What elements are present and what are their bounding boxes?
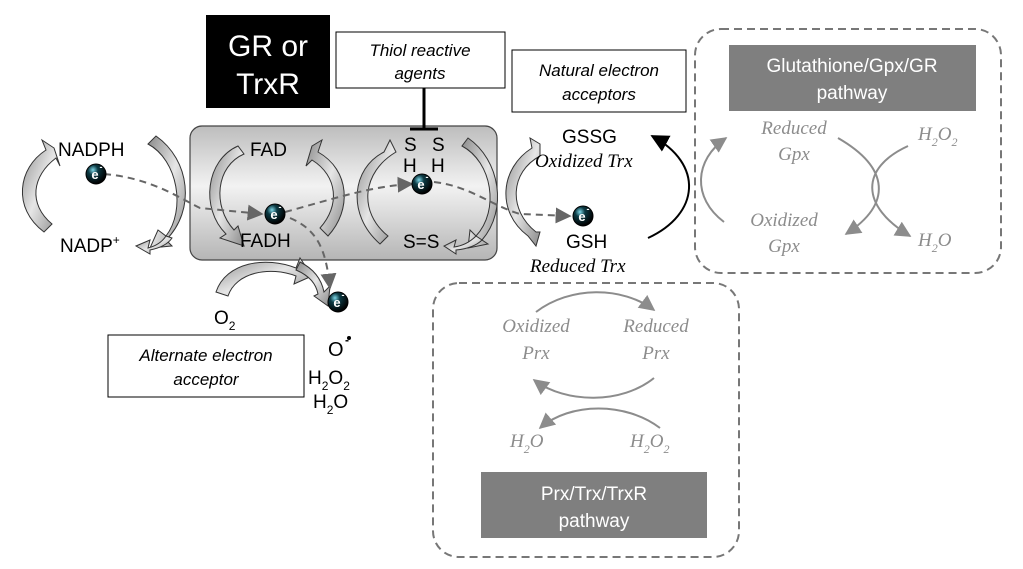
prx-arrow-reduced-to-oxidized — [532, 377, 655, 399]
electron-4: e - — [572, 204, 594, 227]
gpx-h2o2: H2O2 — [917, 124, 957, 149]
alternate-acceptor-line1: Alternate electron — [138, 346, 272, 365]
label-gsh: GSH — [566, 232, 607, 253]
svg-text:e: e — [91, 167, 98, 182]
prx-arrow-h2o2-to-h2o — [538, 407, 661, 430]
prx-title-box — [481, 472, 707, 538]
superoxide-dot — [347, 336, 351, 340]
svg-text:-: - — [100, 162, 103, 172]
label-thiol-s1: S — [404, 135, 417, 156]
electrons: e - e - e - e - e - — [85, 162, 594, 313]
prx-arrow-oxidized-to-reduced — [535, 291, 656, 313]
label-thiol-s2: S — [432, 135, 445, 156]
gpx-title-line2: pathway — [817, 83, 888, 104]
arrow-gsh-to-gssg — [647, 135, 690, 239]
natural-acceptors-line2: acceptors — [562, 85, 636, 104]
label-oxygen: O2 — [214, 308, 236, 333]
thiol-agents-line2: agents — [394, 64, 446, 83]
prx-reduced-line1: Reduced — [622, 316, 689, 337]
gpx-title-line1: Glutathione/Gpx/GR — [766, 56, 937, 77]
prx-title-line1: Prx/Trx/TrxR — [541, 484, 647, 505]
enzyme-label-line1: GR or — [228, 30, 308, 63]
svg-text:e: e — [578, 209, 585, 224]
prx-title-line2: pathway — [559, 511, 630, 532]
arrow-sh-left — [356, 138, 397, 245]
svg-text:-: - — [342, 290, 345, 300]
arrow-fad-left — [209, 145, 245, 247]
gpx-pathway-box — [694, 28, 1002, 274]
gpx-reduced-line2: Gpx — [778, 144, 810, 165]
transfer-arrows — [21, 135, 541, 307]
gpx-reduced-line1: Reduced — [760, 118, 827, 139]
prx-oxidized-line2: Prx — [521, 343, 550, 364]
label-nadp: NADP+ — [60, 233, 120, 257]
svg-text:e: e — [270, 207, 277, 222]
prx-oxidized-line1: Oxidized — [502, 316, 570, 337]
prx-reduced-line2: Prx — [641, 343, 670, 364]
label-fad: FAD — [250, 140, 287, 161]
arrow-superoxide — [295, 261, 331, 307]
prx-h2o: H2O — [509, 431, 544, 456]
label-reduced-trx: Reduced Trx — [529, 256, 626, 277]
label-disulfide: S=S — [403, 232, 439, 253]
electron-3: e - — [411, 172, 433, 195]
arrow-gssg — [505, 136, 541, 248]
thiol-agents-line1: Thiol reactive — [369, 41, 470, 60]
electron-1: e - — [85, 162, 107, 185]
natural-acceptors-line1: Natural electron — [539, 61, 659, 80]
electron-path — [103, 173, 572, 290]
alternate-acceptor-box — [107, 334, 305, 398]
thiol-agents-box — [335, 31, 506, 89]
arrow-o2 — [215, 256, 313, 297]
arrow-nadph-left — [21, 138, 61, 233]
arrow-sh-right — [461, 137, 499, 249]
prx-pathway-box — [432, 282, 740, 558]
prx-h2o2: H2O2 — [629, 431, 669, 456]
arrow-fad-right — [305, 138, 345, 237]
label-nadph: NADPH — [58, 140, 125, 161]
gpx-arrow-oxidized-to-reduced — [700, 137, 728, 223]
label-thiol-h2: H — [431, 156, 445, 177]
label-gssg: GSSG — [562, 127, 617, 148]
label-superoxide: O — [328, 339, 344, 361]
gpx-title-box — [729, 45, 976, 111]
enzyme-label-box — [206, 15, 330, 108]
electron-5: e - — [327, 290, 349, 313]
gpx-arrow-reduced-to-oxidized — [837, 137, 880, 235]
svg-text:-: - — [426, 172, 429, 182]
prx-cycle-arrows — [532, 291, 661, 430]
gpx-cycle-arrows — [700, 137, 912, 237]
alternate-acceptor-line2: acceptor — [173, 370, 240, 389]
natural-acceptors-box — [511, 49, 687, 113]
label-fadh: FADH — [240, 231, 291, 252]
enzyme-label-line2: TrxR — [236, 68, 300, 101]
label-h2o: H2O — [313, 392, 348, 417]
gpx-h2o: H2O — [917, 230, 952, 255]
arrow-ss-head — [443, 235, 483, 255]
svg-text:e: e — [417, 177, 424, 192]
gpx-oxidized-line2: Gpx — [768, 236, 800, 257]
superoxide-radical-dot: - — [345, 333, 349, 347]
gpx-oxidized-line1: Oxidized — [750, 210, 818, 231]
svg-text:e: e — [333, 295, 340, 310]
label-oxidized-trx: Oxidized Trx — [535, 151, 633, 172]
arrow-nadph-right — [147, 135, 186, 249]
svg-text:-: - — [279, 202, 282, 212]
gpx-arrow-h2o2-to-h2o — [871, 145, 912, 237]
label-h2o2: H2O2 — [308, 368, 350, 393]
arrow-nadp-head — [134, 235, 173, 255]
label-thiol-h1: H — [403, 156, 417, 177]
electron-2: e - — [264, 202, 286, 225]
svg-text:-: - — [587, 204, 590, 214]
